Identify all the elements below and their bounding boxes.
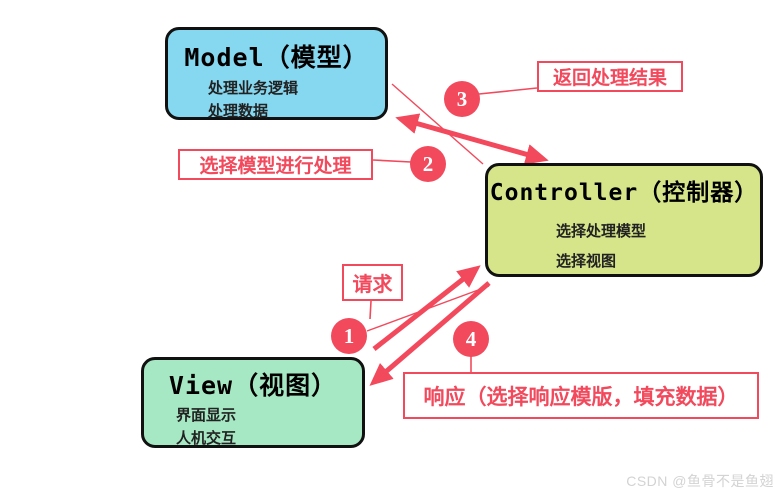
model-description: 处理业务逻辑 处理数据	[208, 78, 385, 124]
step-badge-1: 1	[331, 318, 367, 354]
step-badge-2: 2	[410, 146, 446, 182]
model-line-1: 处理业务逻辑	[208, 81, 299, 97]
controller-title: Controller（控制器）	[489, 180, 759, 206]
leader-step3-to-return-label	[478, 87, 538, 95]
model-box: Model（模型） 处理业务逻辑 处理数据	[165, 27, 388, 120]
view-box: View（视图） 界面显示 人机交互	[141, 357, 365, 448]
view-title: View（视图）	[168, 371, 338, 400]
model-line-2: 处理数据	[208, 104, 269, 120]
model-title: Model（模型）	[184, 43, 369, 72]
step-badge-4: 4	[453, 321, 489, 357]
note-return-result: 返回处理结果	[537, 61, 683, 92]
leader-select-label-to-step2	[372, 159, 412, 163]
view-line-1: 界面显示	[176, 408, 237, 424]
csdn-watermark: CSDN @鱼骨不是鱼翅	[626, 473, 774, 489]
note-response: 响应（选择响应模版，填充数据）	[403, 372, 759, 419]
view-description: 界面显示 人机交互	[176, 405, 362, 451]
step-badge-3: 3	[444, 81, 480, 117]
controller-description: 选择处理模型 选择视图	[556, 217, 760, 277]
leader-request-label-to-step1	[369, 300, 372, 320]
controller-box: Controller（控制器） 选择处理模型 选择视图	[485, 163, 763, 277]
controller-line-2: 选择视图	[556, 254, 617, 270]
view-line-2: 人机交互	[176, 431, 237, 447]
note-request: 请求	[342, 264, 403, 301]
controller-line-1: 选择处理模型	[556, 224, 647, 240]
note-select-model: 选择模型进行处理	[178, 149, 373, 180]
